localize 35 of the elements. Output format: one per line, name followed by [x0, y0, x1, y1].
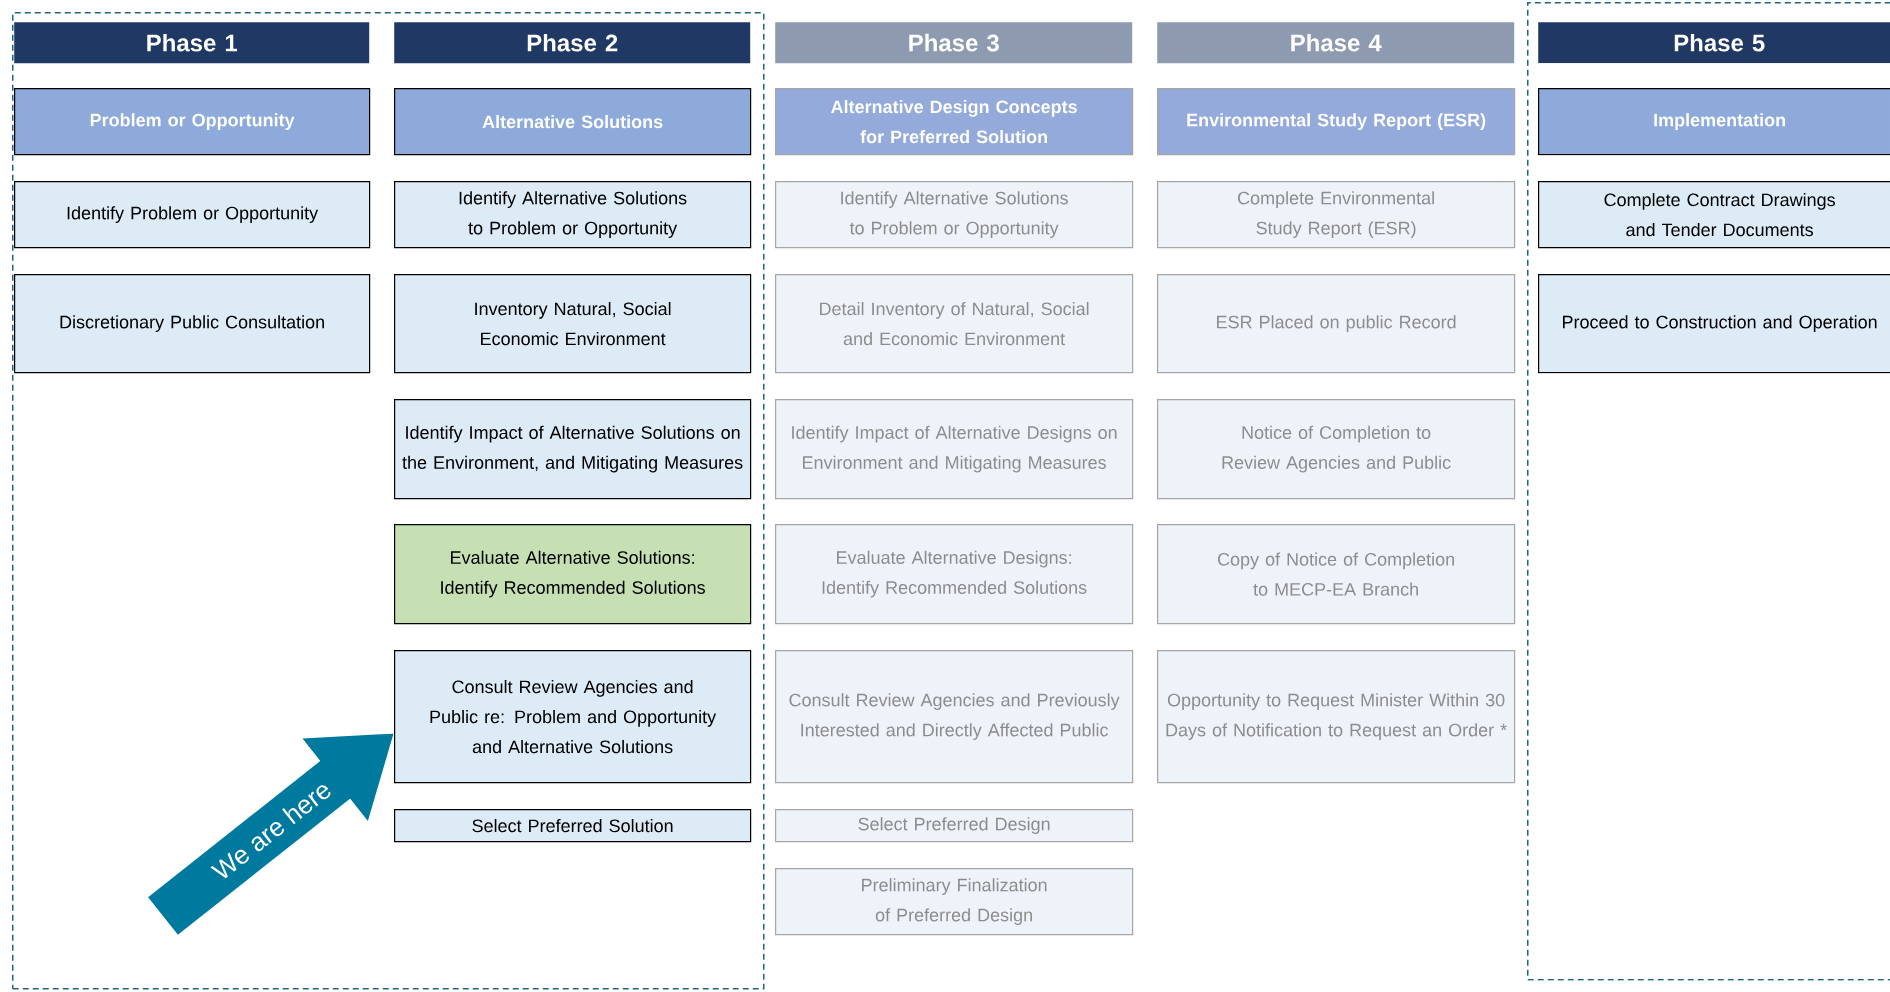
phase-header: Phase 1: [14, 22, 370, 64]
step-box: Complete Contract Drawings and Tender Documents: [1538, 181, 1890, 249]
step-box: Evaluate Alternative Designs: Identify Recommended Solutions: [775, 524, 1134, 625]
step-box: Copy of Notice of Completion to MECP-EA Branch: [1157, 524, 1516, 625]
category-box: Problem or Opportunity: [14, 88, 371, 156]
step-box: Select Preferred Design: [775, 809, 1134, 843]
step-box: ESR Placed on public Record: [1157, 274, 1516, 374]
step-box: Identify Alternative Solutions to Problem or Opportunity: [775, 181, 1134, 249]
edge-label: We are here: [208, 776, 335, 884]
phase-header: Phase 2: [394, 22, 751, 64]
step-box: Identify Problem or Opportunity: [14, 181, 371, 249]
dashed-frame: [12, 12, 765, 990]
phase-header: Phase 3: [775, 22, 1133, 64]
category-box: Environmental Study Report (ESR): [1157, 88, 1516, 156]
phase-header: Phase 5: [1538, 22, 1890, 64]
step-box: Consult Review Agencies and Public re: Problem and Opportunity and Alternative Solutions: [394, 650, 752, 784]
step-box: Discretionary Public Consultation: [14, 274, 371, 374]
category-box: Implementation: [1538, 88, 1890, 156]
step-box: Inventory Natural, Social Economic Environment: [394, 274, 752, 374]
step-box: Preliminary Finalization of Preferred Design: [775, 868, 1134, 936]
step-box: Complete Environmental Study Report (ESR): [1157, 181, 1516, 249]
highlighted-step-box: Evaluate Alternative Solutions: Identify Recommended Solutions: [394, 524, 752, 625]
step-box: Identify Impact of Alternative Solutions on the Environment, and Mitigating Measures: [394, 399, 752, 500]
step-box: Notice of Completion to Review Agencies and Public: [1157, 399, 1516, 500]
dashed-frame: [1527, 2, 1890, 981]
step-box: Select Preferred Solution: [394, 809, 752, 843]
step-box: Detail Inventory of Natural, Social and Economic Environment: [775, 274, 1134, 374]
step-box: Consult Review Agencies and Previously Interested and Directly Affected Public: [775, 650, 1134, 784]
step-box: Identify Alternative Solutions to Problem or Opportunity: [394, 181, 752, 249]
step-box: Opportunity to Request Minister Within 30 Days of Notification to Request an Order *: [1157, 650, 1516, 784]
phase-header: Phase 4: [1157, 22, 1515, 64]
step-box: Identify Impact of Alternative Designs on Environment and Mitigating Measures: [775, 399, 1134, 500]
step-box: Proceed to Construction and Operation: [1538, 274, 1890, 374]
category-box: Alternative Solutions: [394, 88, 752, 156]
category-box: Alternative Design Concepts for Preferred Solution: [775, 88, 1134, 156]
